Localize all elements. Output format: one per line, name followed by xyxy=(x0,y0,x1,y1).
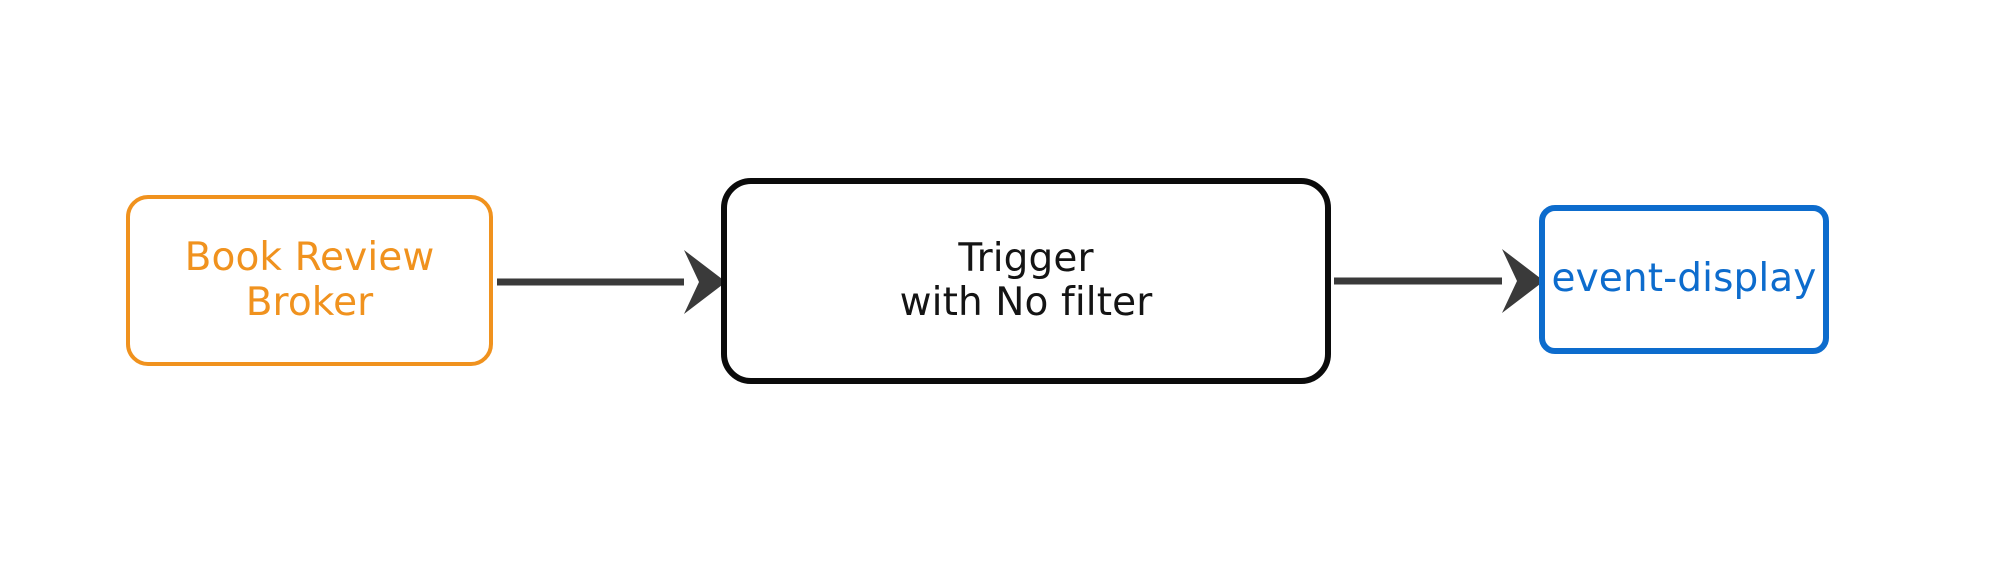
arrowhead-icon xyxy=(1502,249,1544,313)
arrowhead-icon xyxy=(684,250,726,314)
node-label-trigger-with-no-filter: Trigger with No filter xyxy=(899,235,1153,325)
node-event-display[interactable]: event-display xyxy=(1539,205,1829,354)
node-trigger-with-no-filter[interactable]: Trigger with No filter xyxy=(721,178,1331,384)
node-book-review-broker[interactable]: Book Review Broker xyxy=(126,195,493,366)
node-label-event-display: event-display xyxy=(1551,256,1817,302)
node-label-book-review-broker: Book Review Broker xyxy=(184,235,435,325)
